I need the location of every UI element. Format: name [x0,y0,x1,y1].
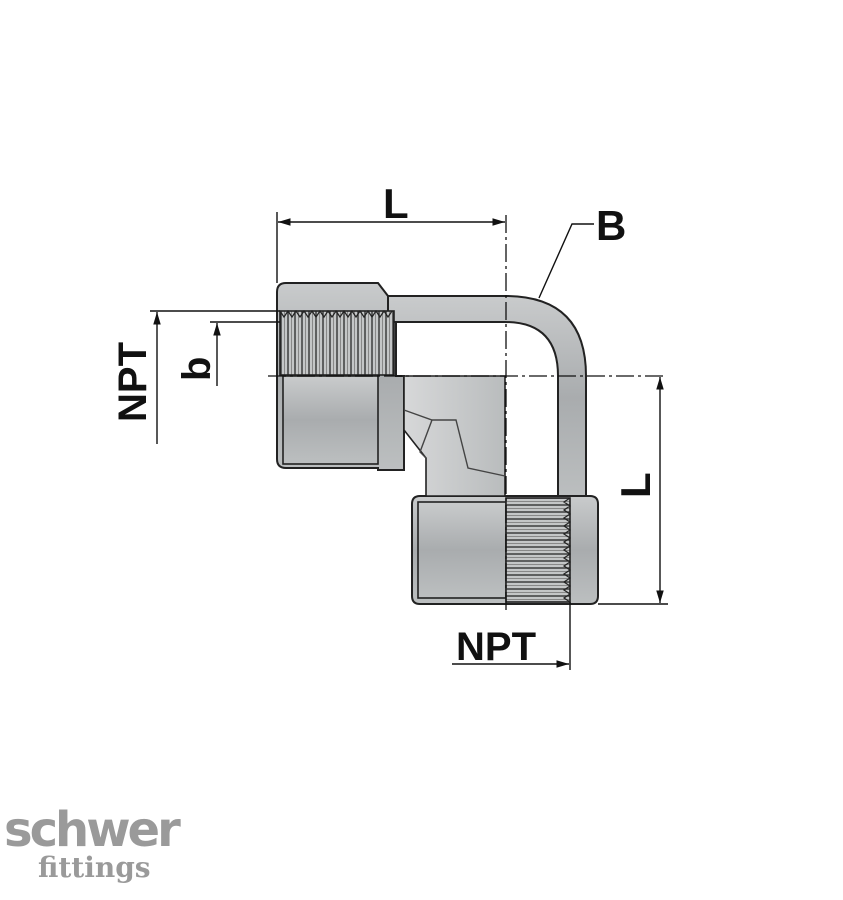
bottom-counterbore [417,501,507,599]
top-length-label: L [383,180,409,227]
bend-leader-line [538,223,594,299]
right-length-label: L [612,472,659,498]
bottom-thread-crest [562,497,572,603]
bend-radius-label: B [596,202,626,249]
logo-brand: schwer [4,802,181,858]
left-thread-label: NPT [111,342,155,422]
left-thread-crest [279,309,393,319]
bottom-thread [505,497,571,603]
elbow-bend [384,295,587,501]
thread-depth-label: b [175,357,219,381]
left-thread [279,310,395,376]
bore-intersection-lines [403,409,506,477]
dimension-lines [150,212,668,670]
inner-bore [400,375,506,497]
schwer-fittings-logo: schwer fittings [4,806,194,882]
elbow-body [276,282,599,605]
left-counterbore [282,375,379,465]
logo-sub: fittings [38,851,151,884]
center-lines [268,215,665,612]
bottom-thread-label: NPT [456,625,536,669]
